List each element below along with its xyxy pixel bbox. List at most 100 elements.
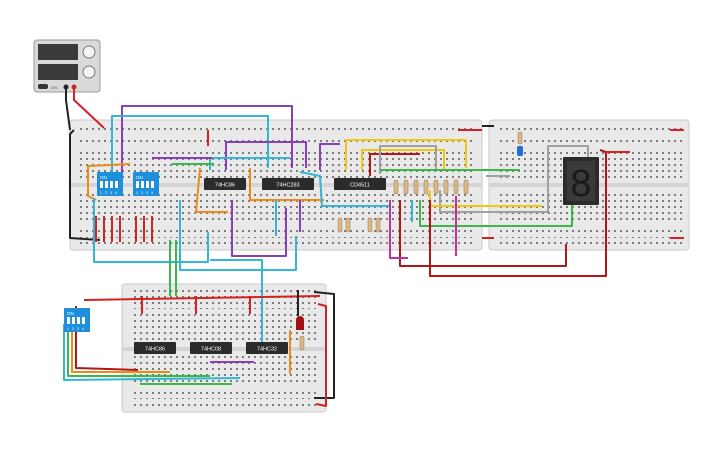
wire-darkred[interactable]: [369, 153, 420, 176]
voltage-display: [38, 44, 78, 60]
dip-number: 3: [110, 191, 112, 195]
voltage-knob[interactable]: [82, 45, 96, 59]
wire-orange[interactable]: [87, 163, 131, 201]
wire-yellow[interactable]: [361, 149, 445, 170]
terminal-strip-upper[interactable]: [130, 314, 320, 344]
chip-74hc08[interactable]: 74HC08: [190, 342, 232, 354]
wire-blue[interactable]: [179, 200, 297, 271]
dip-number: 4: [115, 191, 117, 195]
dip-number: 4: [151, 191, 153, 195]
dip-number: 1: [67, 327, 69, 331]
resistor[interactable]: [413, 179, 419, 195]
chip-label: 74HC86: [145, 347, 165, 353]
resistor[interactable]: [433, 179, 439, 195]
wire-purple[interactable]: [121, 105, 293, 174]
dip-number: 1: [100, 191, 102, 195]
wire-red[interactable]: [73, 89, 105, 129]
wire-purple[interactable]: [231, 200, 287, 257]
chip-74hc86-bottom[interactable]: 74HC86: [134, 342, 176, 354]
power-rail-top-2[interactable]: [80, 136, 475, 145]
power-rail-bottom-2[interactable]: [80, 237, 475, 246]
resistor[interactable]: [423, 179, 429, 195]
power-rail-top-2[interactable]: [496, 136, 682, 145]
chip-label: 74HC86: [215, 183, 235, 189]
wire-yellow[interactable]: [345, 139, 467, 170]
power-rail-bottom[interactable]: [496, 226, 682, 235]
wire-green[interactable]: [67, 318, 210, 377]
wire-black[interactable]: [65, 89, 71, 131]
dip-number: 4: [82, 327, 84, 331]
chip-74hc86-top[interactable]: 74HC86: [204, 178, 246, 190]
wire-blue[interactable]: [63, 324, 241, 381]
dip-on-label: ON: [136, 175, 143, 180]
resistor[interactable]: [375, 217, 381, 233]
dip-number: 2: [72, 327, 74, 331]
resistor[interactable]: [337, 217, 343, 233]
dip-on-label: ON: [67, 311, 74, 316]
current-display: [38, 64, 78, 80]
chip-label: CD4511: [350, 183, 370, 189]
wire-darkred[interactable]: [429, 149, 607, 277]
dip-number: 2: [105, 191, 107, 195]
wire-magenta[interactable]: [389, 200, 408, 259]
wire-gray[interactable]: [439, 145, 589, 213]
dip-number: 1: [136, 191, 138, 195]
capacitor[interactable]: [517, 146, 523, 156]
wire-black[interactable]: [313, 291, 335, 399]
led[interactable]: [296, 316, 304, 330]
dip-number: 3: [146, 191, 148, 195]
chip-label: 74HC32: [257, 347, 277, 353]
chip-cd4511[interactable]: CD4511: [334, 178, 386, 190]
positive-terminal[interactable]: [71, 84, 77, 90]
wire-darkred[interactable]: [399, 200, 567, 267]
chip-74hc283[interactable]: 74HC283: [262, 178, 314, 190]
power-rail-bottom[interactable]: [130, 390, 320, 399]
wires: [63, 89, 684, 407]
power-rail-top[interactable]: [496, 125, 682, 134]
wire-purple[interactable]: [319, 143, 340, 170]
resistor[interactable]: [345, 217, 351, 233]
dip-switch[interactable]: ON 1 2 3 4: [97, 172, 123, 196]
resistor[interactable]: [367, 217, 373, 233]
resistor[interactable]: [403, 179, 409, 195]
dip-on-label: ON: [100, 175, 107, 180]
resistor[interactable]: [299, 335, 305, 351]
power-rail-bottom-2[interactable]: [496, 237, 682, 246]
power-rail-top-2[interactable]: [130, 300, 320, 309]
wire-blue[interactable]: [210, 259, 263, 344]
seven-segment-display[interactable]: 8: [563, 157, 599, 205]
dip-switch[interactable]: ON 1 2 3 4: [64, 308, 90, 332]
chip-label: 74HC08: [201, 347, 221, 353]
current-knob[interactable]: [82, 65, 96, 79]
power-rail-top[interactable]: [80, 125, 475, 134]
resistors: [299, 131, 523, 351]
dip-number: 3: [77, 327, 79, 331]
resistor[interactable]: [393, 179, 399, 195]
wire-red[interactable]: [315, 303, 327, 407]
resistor[interactable]: [443, 179, 449, 195]
power-rail-bottom[interactable]: [80, 226, 475, 235]
negative-terminal[interactable]: [63, 84, 69, 90]
wire-red[interactable]: [83, 295, 321, 301]
chip-74hc32[interactable]: 74HC32: [246, 342, 288, 354]
wire-purple[interactable]: [225, 141, 307, 170]
wire-orange[interactable]: [195, 167, 228, 213]
display-face: [567, 161, 595, 201]
resistor[interactable]: [463, 179, 469, 195]
wire-black[interactable]: [69, 129, 101, 241]
resistor[interactable]: [517, 131, 523, 145]
resistor[interactable]: [453, 179, 459, 195]
power-switch-label: ON: [51, 85, 57, 90]
wire-green[interactable]: [419, 188, 573, 227]
dip-switch[interactable]: ON 1 2 3 4: [133, 172, 159, 196]
power-rail-top[interactable]: [130, 289, 320, 298]
power-rail-bottom-2[interactable]: [130, 401, 320, 410]
power-switch[interactable]: [38, 84, 48, 89]
wire-blue[interactable]: [93, 198, 209, 263]
wire-blue[interactable]: [299, 171, 390, 207]
chip-label: 74HC283: [276, 183, 299, 189]
power-supply[interactable]: ON: [33, 39, 101, 93]
seven-segment-digit: 8: [570, 163, 591, 205]
wire-gray[interactable]: [379, 145, 437, 174]
